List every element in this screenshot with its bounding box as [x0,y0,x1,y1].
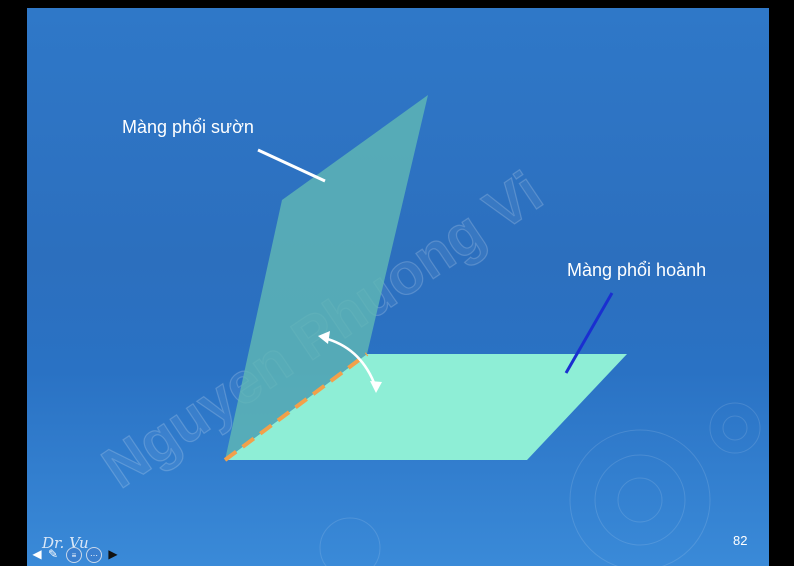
pen-icon[interactable]: ✎ [47,547,59,561]
more-icon[interactable]: ⋯ [86,547,102,563]
menu-icon[interactable]: ≡ [66,547,82,563]
arrow-right-icon[interactable]: ▶ [108,547,118,561]
background-ripples [319,402,761,566]
page-number: 82 [733,533,748,548]
slide-navigation: Dr. Vu ◀ ✎ ≡ ⋯ ▶ [30,534,130,564]
arrow-head-bottom [370,381,382,393]
arrow-head-top [318,331,330,344]
rib-plane [225,95,428,460]
pointer-rib [257,148,326,183]
slide [27,8,769,566]
diaphragm-plane [225,354,627,460]
arrow-left-icon[interactable]: ◀ [32,547,42,561]
pointer-diaphragm [564,292,614,374]
label-diaphragm-pleura: Màng phổi hoành [567,260,707,280]
dashed-edge [223,352,369,462]
label-rib-pleura: Màng phổi sườn [122,117,254,137]
angle-arrow [323,336,378,389]
